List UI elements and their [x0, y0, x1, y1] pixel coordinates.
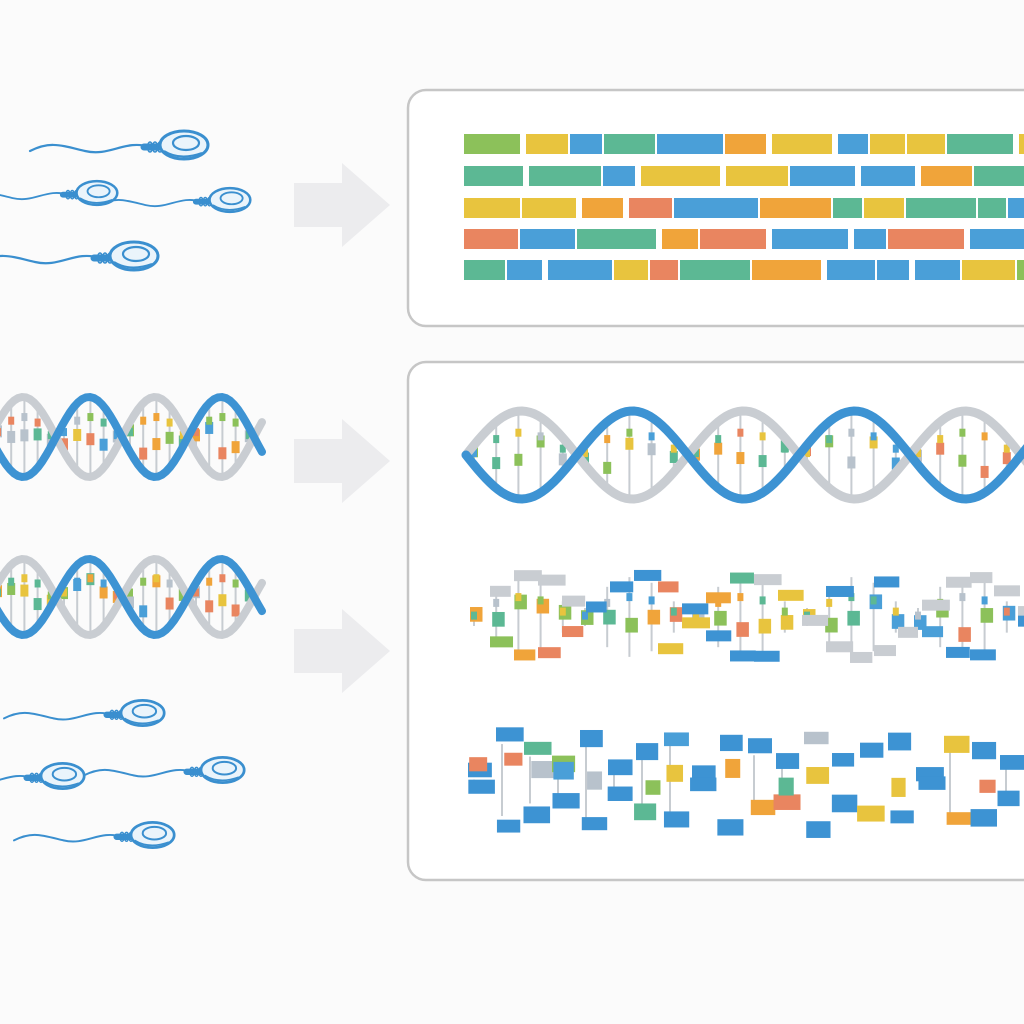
dna-helix-icon	[0, 554, 266, 640]
sequence-bar-icon	[529, 166, 601, 186]
sequence-bar-icon	[974, 166, 1024, 186]
dna-helix-icon	[461, 406, 1024, 504]
sequence-bar-icon	[464, 134, 520, 154]
sequence-bar-icon	[464, 166, 523, 186]
sequence-bar-icon	[726, 166, 788, 186]
sequence-bar-icon	[674, 198, 758, 218]
sequence-bar-icon	[888, 229, 964, 249]
sequence-bar-icon	[907, 134, 945, 154]
arrow-right-icon	[294, 609, 390, 693]
sperm-icon	[28, 129, 210, 161]
broken-dna-icon	[470, 569, 1024, 663]
sequence-bar-icon	[650, 260, 678, 280]
sequence-bar-icon	[870, 134, 905, 154]
sequence-bar-icon	[790, 166, 855, 186]
sequence-bar-icon	[464, 260, 505, 280]
sperm-icon	[0, 762, 86, 790]
sequence-bar-icon	[861, 166, 915, 186]
dna-group-left	[0, 392, 266, 640]
arrow-right-icon	[294, 419, 390, 503]
sequence-bar-icon	[1017, 260, 1024, 280]
sperm-icon	[13, 821, 176, 849]
broken-dna-icon	[468, 727, 1024, 838]
sequence-bar-icon	[522, 198, 576, 218]
sequence-bar-icon	[864, 198, 904, 218]
sperm-icon	[0, 179, 119, 207]
sequence-bar-icon	[772, 134, 832, 154]
sequence-bar-icon	[464, 229, 518, 249]
sperm-icon	[98, 186, 252, 214]
sequence-bar-icon	[978, 198, 1006, 218]
sequence-bar-icon	[464, 198, 520, 218]
sequence-bar-icon	[1019, 134, 1024, 154]
arrow-right-icon	[294, 163, 390, 247]
sequence-bar-icon	[662, 229, 698, 249]
arrow-group	[294, 163, 390, 693]
sequence-bar-icon	[970, 229, 1024, 249]
sequence-bar-icon	[772, 229, 848, 249]
sequence-bar-icon	[507, 260, 542, 280]
sequence-bar-icon	[548, 260, 612, 280]
sequence-bar-icon	[700, 229, 766, 249]
sequence-bar-icon	[833, 198, 862, 218]
sequence-panel	[406, 88, 1024, 328]
dna-panel	[406, 360, 1024, 882]
sequence-bar-icon	[854, 229, 886, 249]
sequence-bar-icon	[947, 134, 1013, 154]
sequence-bar-icon	[629, 198, 672, 218]
sequence-bar-icon	[962, 260, 1015, 280]
sequence-bar-icon	[921, 166, 972, 186]
sequence-bar-icon	[1008, 198, 1024, 218]
dna-helix-icon	[0, 392, 266, 482]
sequence-bar-icon	[680, 260, 750, 280]
sequence-rows	[464, 134, 1024, 280]
sperm-icon	[3, 699, 166, 727]
sequence-bar-icon	[582, 198, 623, 218]
sperm-group-top	[0, 129, 252, 272]
sequence-bar-icon	[641, 166, 720, 186]
sperm-group-bottom	[0, 699, 246, 849]
sequence-bar-icon	[520, 229, 575, 249]
sequence-bar-icon	[570, 134, 602, 154]
sequence-bar-icon	[906, 198, 976, 218]
sequence-bar-icon	[838, 134, 868, 154]
sequence-bar-icon	[877, 260, 909, 280]
sequence-bar-icon	[752, 260, 821, 280]
sequence-bar-icon	[657, 134, 723, 154]
sequence-bar-icon	[760, 198, 831, 218]
sequence-bar-icon	[526, 134, 568, 154]
sequence-bar-icon	[725, 134, 766, 154]
sequence-bar-icon	[603, 166, 635, 186]
sperm-icon	[0, 240, 160, 272]
dna-panel-rows	[461, 406, 1024, 838]
sperm-icon	[83, 756, 246, 784]
sequence-bar-icon	[614, 260, 648, 280]
sequence-bar-icon	[915, 260, 960, 280]
sequence-bar-icon	[827, 260, 875, 280]
sequence-bar-icon	[604, 134, 655, 154]
sequence-bar-icon	[577, 229, 656, 249]
